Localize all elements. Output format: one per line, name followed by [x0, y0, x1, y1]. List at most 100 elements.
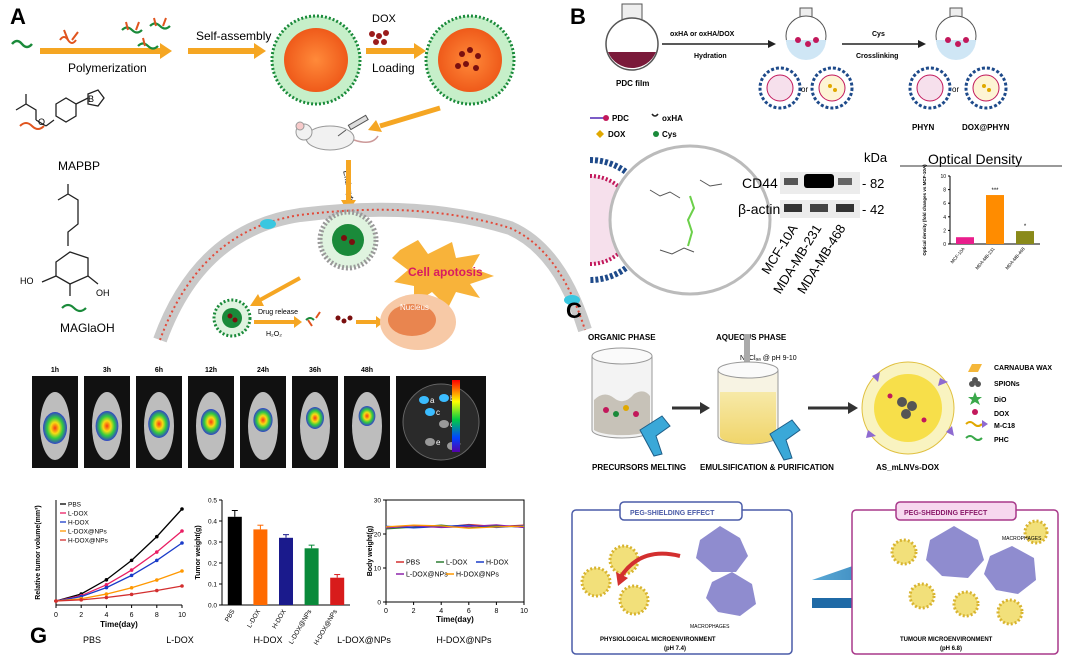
crosslinking-arrow	[842, 40, 926, 48]
organ-label-a: a	[430, 396, 435, 405]
signal-blob-36h	[306, 407, 324, 429]
wt-ytick-label: 0.2	[208, 561, 217, 568]
wt-ytick-label: 0.0	[208, 603, 217, 610]
flask-vesicles-2-icon	[935, 7, 977, 60]
western-blot	[780, 172, 860, 218]
self-assembly-arrow	[188, 43, 266, 59]
g-row-label: H-DOX@NPs	[436, 635, 492, 645]
nucleus-label: Nucleus	[400, 303, 429, 312]
timepoint-label-24h: 24h	[257, 367, 269, 374]
peg-shedding-label: PEG-SHEDDING EFFECT	[904, 510, 988, 517]
c-legend-label: CARNAUBA WAX	[994, 365, 1052, 372]
imaging-strip: 1h3h6h12h24h36h48habcdef	[32, 367, 486, 468]
od-bar	[986, 195, 1004, 244]
drug-release-arrow	[254, 316, 302, 328]
legend-dox: DOX	[608, 130, 626, 139]
vol-xtick-label: 6	[130, 612, 134, 619]
wt-ytick-label: 0.5	[208, 498, 217, 505]
wt-bar	[279, 537, 293, 605]
organ-e	[425, 438, 435, 446]
flask-vesicles-1-icon	[785, 7, 827, 60]
wt-bar	[330, 577, 345, 605]
vol-legend-label: PBS	[68, 502, 82, 509]
wt-ytick-label: 0.4	[208, 519, 217, 526]
pdc-film-label: PDC film	[616, 79, 649, 88]
timepoint-label-12h: 12h	[205, 367, 217, 374]
wt-category-label: L-DOX@NPs	[288, 608, 314, 646]
timepoint-label-6h: 6h	[155, 367, 163, 374]
panel-label-b: B	[570, 4, 586, 29]
release-arrow-diag	[250, 276, 301, 306]
wt-ylabel: Tumor weight(g)	[195, 525, 202, 579]
od-significance: *	[1024, 224, 1027, 230]
dox-molecules-icon	[369, 30, 389, 45]
vol-series-line	[55, 585, 183, 602]
intensity-colorbar	[452, 380, 460, 452]
od-bar	[956, 237, 974, 244]
c-legend-label: M-C18	[994, 423, 1015, 430]
mc18-icon	[982, 420, 988, 428]
c-legend-label: DiO	[994, 397, 1007, 404]
panel-label-a: A	[10, 4, 26, 29]
bw-xtick-label: 2	[412, 608, 416, 615]
vol-legend-label: L-DOX@NPs	[68, 529, 107, 536]
bw-ytick-label: 10	[374, 566, 382, 573]
bw-xtick-label: 4	[439, 608, 443, 615]
vesicle-pair-1-icon	[758, 66, 854, 110]
carnauba-wax-icon	[968, 364, 982, 372]
organ-label-c: c	[436, 408, 440, 417]
aqueous-phase-label: AQUEOUS PHASE	[716, 333, 787, 342]
cys-legend-icon	[653, 131, 659, 137]
wt-category-label: PBS	[224, 608, 237, 623]
dio-icon	[968, 392, 982, 405]
cd44-label: CD44	[742, 175, 778, 191]
vol-xtick-label: 4	[104, 612, 108, 619]
bw-xtick-label: 10	[520, 608, 528, 615]
panel-label-c: C	[566, 298, 582, 323]
bw-legend-label: L-DOX@NPs	[406, 572, 448, 579]
chem-label-oh: OH	[96, 288, 110, 298]
timepoint-label-3h: 3h	[103, 367, 111, 374]
nanovesicle-icon	[861, 361, 955, 455]
od-ytick-label: 6	[943, 201, 946, 207]
maglaoh-label: MAGlaOH	[60, 321, 115, 335]
vol-xtick-label: 0	[54, 612, 58, 619]
od-title: Optical Density	[928, 151, 1022, 167]
bw-xtick-label: 6	[467, 608, 471, 615]
shedding-cells-icon	[890, 519, 1049, 626]
wt-bar	[227, 516, 242, 605]
empty-micelle-icon	[270, 14, 362, 106]
vol-xtick-label: 10	[178, 612, 186, 619]
precursors-label: PRECURSORS MELTING	[592, 463, 686, 472]
g-row-label: PBS	[83, 635, 101, 645]
monomer-icon	[11, 29, 79, 49]
mouse-icon	[295, 121, 379, 151]
vol-xlabel: Time(day)	[100, 620, 138, 629]
to-nucleus-arrow	[356, 316, 384, 328]
physio-ph-label: (pH 7.4)	[664, 646, 686, 652]
signal-blob-24h	[253, 408, 273, 432]
bw-legend-label: H-DOX@NPs	[456, 572, 499, 579]
vol-xtick-label: 2	[79, 612, 83, 619]
signal-blob-1h	[43, 412, 67, 444]
organic-phase-label: ORGANIC PHASE	[588, 333, 656, 342]
signal-blob-6h	[148, 410, 170, 438]
process-arrow-2	[808, 402, 858, 414]
vol-series-line	[55, 508, 183, 602]
wt-bar	[253, 529, 268, 605]
od-ytick-label: 2	[943, 228, 946, 234]
signal-blob-12h	[200, 409, 222, 435]
vesicle-pair-2-icon	[908, 66, 1008, 110]
signal-blob-48h	[358, 406, 376, 426]
bw-frame	[385, 499, 525, 603]
bw-legend-label: H-DOX	[486, 560, 509, 567]
pdc-legend-icon	[603, 115, 609, 121]
timepoint-label-1h: 1h	[51, 367, 59, 374]
g-row-label: H-DOX	[254, 635, 283, 645]
vol-series-line	[55, 570, 183, 602]
physio-label: PHYSIOLOGICAL MICROENVIRONMENT	[600, 637, 716, 643]
oxha-legend-icon	[651, 113, 659, 117]
od-ytick-label: 10	[940, 174, 946, 180]
